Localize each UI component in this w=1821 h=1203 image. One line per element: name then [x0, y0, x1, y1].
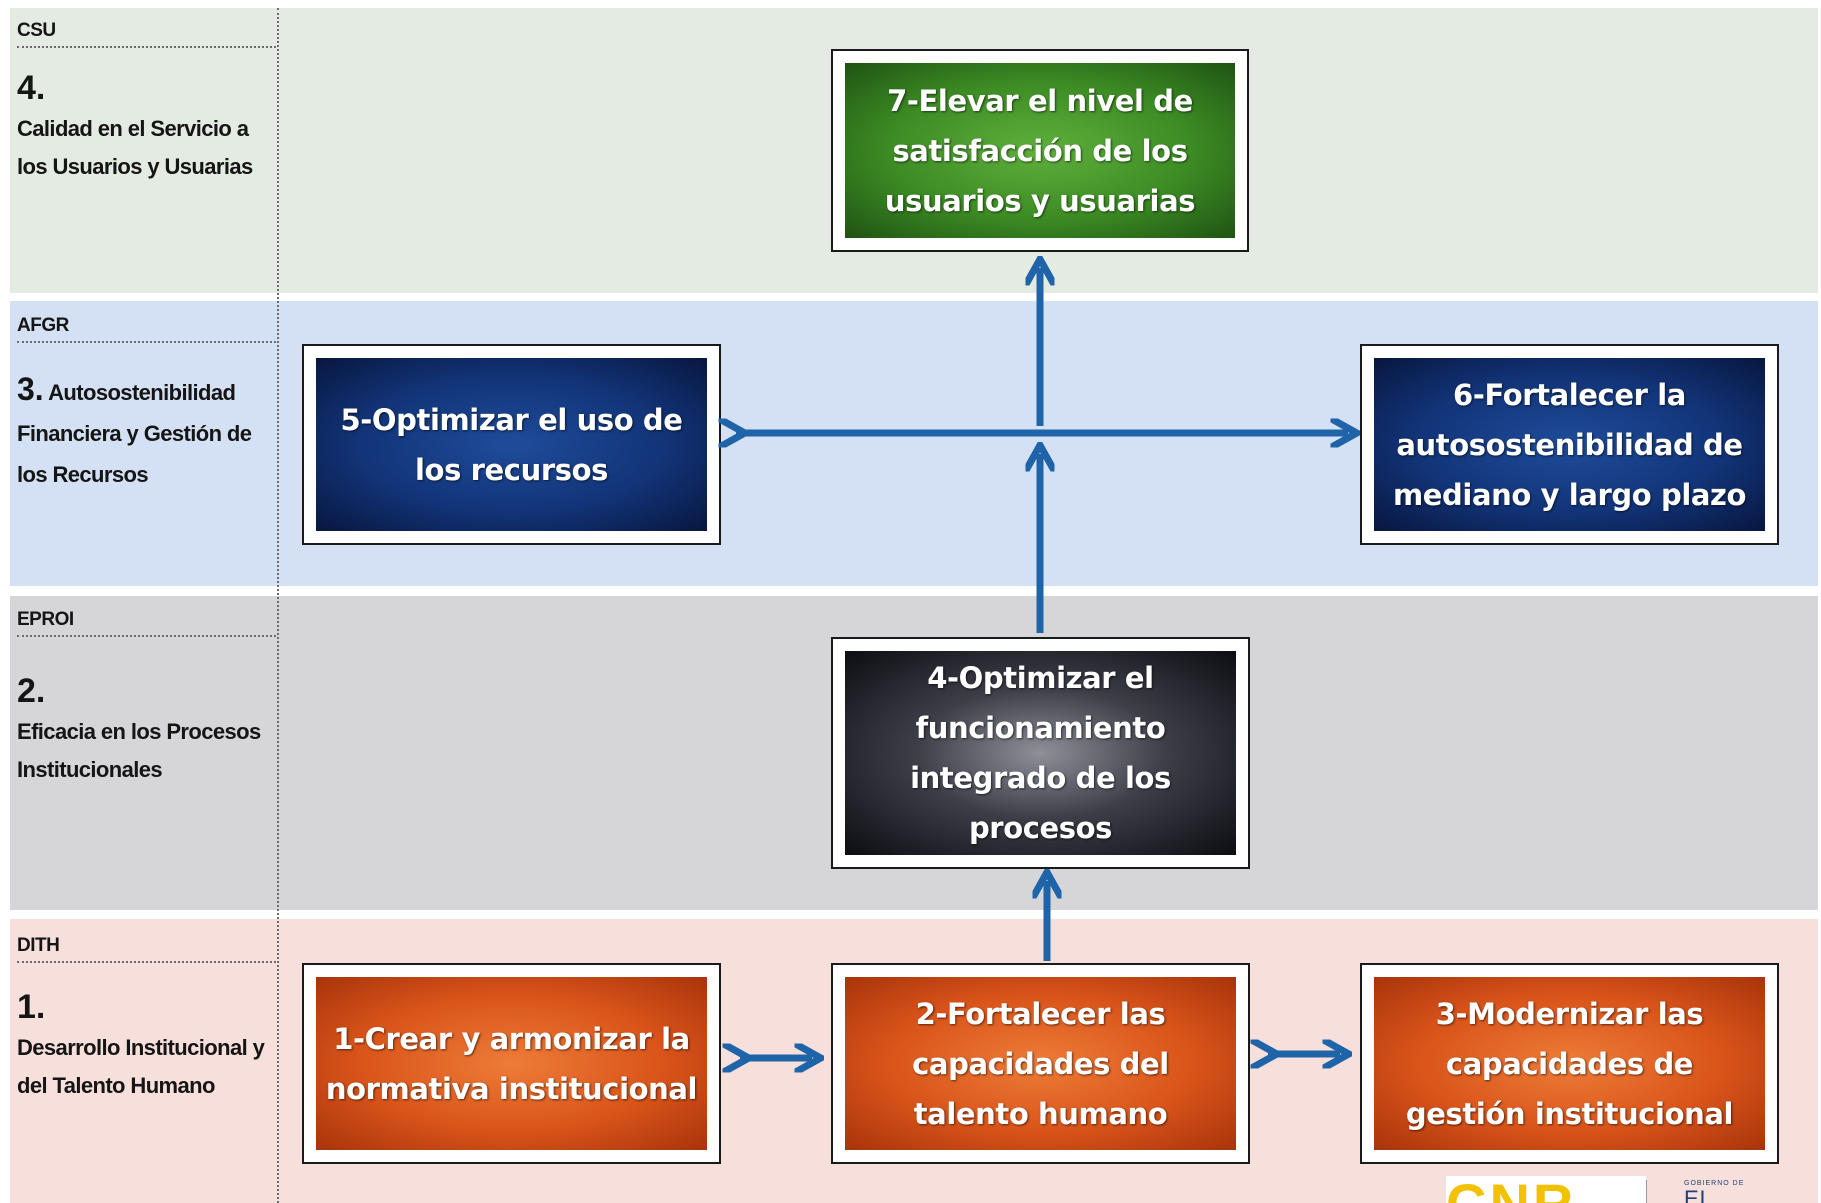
objective-2-label: 2-Fortalecer las capacidades del talento… — [845, 977, 1236, 1150]
objective-6-box: 6-Fortalecer la autosostenibilidad de me… — [1360, 344, 1779, 545]
government-small-text: GOBIERNO DE — [1684, 1180, 1745, 1187]
objective-5-box: 5-Optimizar el uso de los recursos — [302, 344, 721, 545]
objective-1-box: 1-Crear y armonizar la normativa institu… — [302, 963, 721, 1164]
objective-4-box: 4-Optimizar el funcionamiento integrado … — [831, 637, 1250, 869]
objective-4-label: 4-Optimizar el funcionamiento integrado … — [845, 651, 1236, 855]
label-column-divider — [277, 8, 279, 1203]
objective-1-label: 1-Crear y armonizar la normativa institu… — [316, 977, 707, 1150]
perspective-number: 4. — [17, 69, 46, 107]
perspective-number: 3. — [17, 371, 44, 407]
objective-5-label: 5-Optimizar el uso de los recursos — [316, 358, 707, 531]
perspective-title: Eficacia en los Procesos Institucionales — [17, 719, 261, 782]
government-big-text: EL SALVADOR — [1684, 1186, 1713, 1203]
perspective-eproi: EPROI 2. Eficacia en los Procesos Instit… — [17, 609, 276, 789]
perspective-code: CSU — [17, 20, 276, 48]
cnr-logo-text: CNR — [1446, 1176, 1576, 1203]
logo-separator — [1646, 1180, 1647, 1203]
objective-7-label: 7-Elevar el nivel de satisfacción de los… — [845, 63, 1235, 238]
perspective-code: DITH — [17, 935, 276, 963]
perspective-number: 1. — [17, 988, 46, 1026]
objective-2-box: 2-Fortalecer las capacidades del talento… — [831, 963, 1250, 1164]
government-logo: GOBIERNO DE EL SALVADOR — [1684, 1180, 1821, 1203]
cnr-logo: CNR — [1446, 1176, 1646, 1203]
objective-6-label: 6-Fortalecer la autosostenibilidad de me… — [1374, 358, 1765, 531]
perspective-code: AFGR — [17, 315, 276, 343]
perspective-title: Calidad en el Servicio a los Usuarios y … — [17, 116, 253, 179]
perspective-dith: DITH 1. Desarrollo Institucional y del T… — [17, 935, 276, 1105]
perspective-title: Desarrollo Institucional y del Talento H… — [17, 1035, 265, 1098]
perspective-title: Autosostenibilidad Financiera y Gestión … — [17, 380, 252, 487]
objective-3-label: 3-Modernizar las capacidades de gestión … — [1374, 977, 1765, 1150]
perspective-number: 2. — [17, 672, 46, 710]
perspective-csu: CSU 4. Calidad en el Servicio a los Usua… — [17, 20, 276, 186]
objective-7-box: 7-Elevar el nivel de satisfacción de los… — [831, 49, 1249, 252]
perspective-afgr: AFGR 3. Autosostenibilidad Financiera y … — [17, 315, 276, 497]
objective-3-box: 3-Modernizar las capacidades de gestión … — [1360, 963, 1779, 1164]
perspective-code: EPROI — [17, 609, 276, 637]
